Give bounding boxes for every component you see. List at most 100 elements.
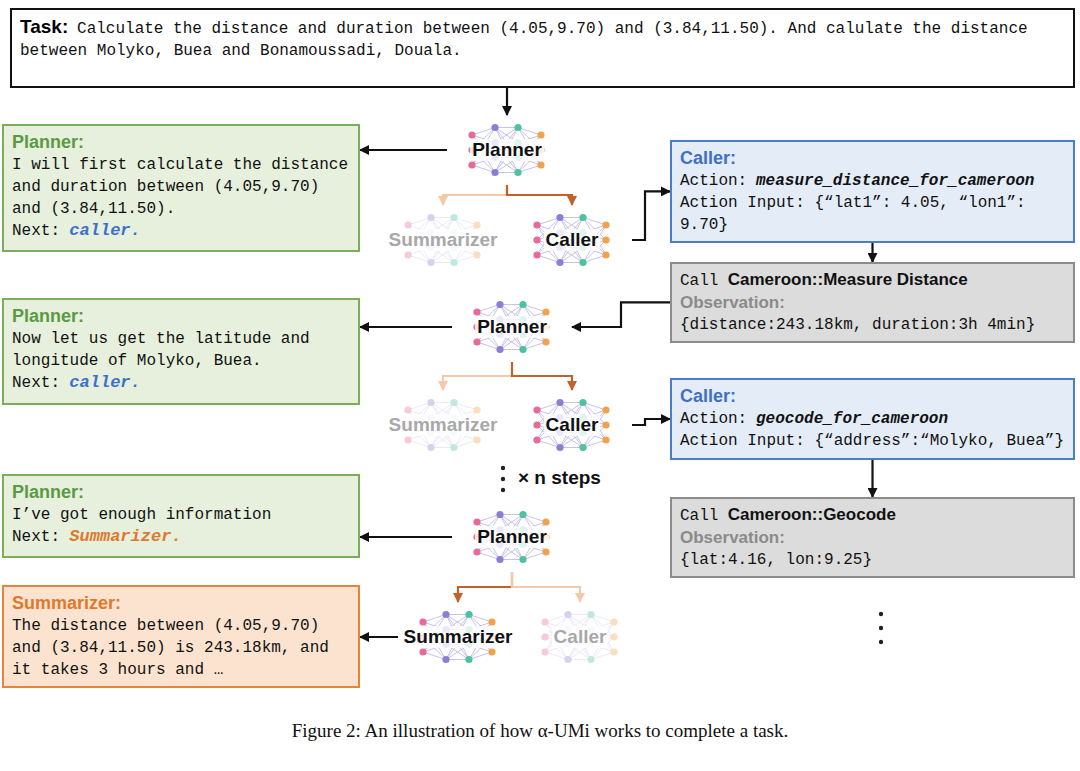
flow-arrow: [871, 460, 873, 497]
text-row: Caller:: [680, 385, 1065, 408]
text-row: {distance:243.18km, duration:3h 4min}: [680, 314, 1065, 336]
box-text: Cameroon::Geocode: [728, 505, 896, 524]
text-row: Now let us get the latitude and longitud…: [12, 328, 350, 372]
flow-arrow: [512, 362, 572, 390]
agent-network-icon: Summarizer: [383, 390, 503, 460]
flow-arrow: [360, 149, 447, 151]
box-text: {distance:243.18km, duration:3h 4min}: [680, 316, 1035, 334]
flow-arrow: [360, 536, 452, 538]
box-text: Summarizer.: [69, 527, 181, 546]
box-text: Action Input: {“address”:“Molyko, Buea”}: [680, 432, 1064, 450]
agent-network-icon: Planner: [452, 292, 572, 362]
task-box: Task:Calculate the distance and duration…: [10, 8, 1075, 88]
box-text: Calculate the distance and duration betw…: [20, 20, 1028, 60]
text-row: Observation:: [680, 527, 1065, 549]
agent-label: Summarizer: [387, 414, 500, 436]
text-row: Next: Summarizer.: [12, 526, 350, 548]
box-text: Action:: [680, 410, 747, 428]
text-row: Call Cameroon::Geocode: [680, 504, 1065, 527]
box-heading: Caller:: [680, 386, 736, 406]
box-text: Observation:: [680, 293, 785, 312]
box-text: geocode_for_cameroon: [756, 410, 948, 428]
text-row: The distance between (4.05,9.70) and (3.…: [12, 615, 350, 680]
figure-caption: Figure 2: An illustration of how α-UMi w…: [0, 720, 1080, 742]
box-text: Cameroon::Measure Distance: [728, 270, 968, 289]
box-text: measure_distance_for_cameroon: [756, 172, 1034, 190]
text-row: Next: caller.: [12, 372, 350, 394]
flow-arrow: [572, 302, 670, 327]
box-text: Now let us get the latitude and longitud…: [12, 330, 310, 370]
agent-network-icon: Summarizer: [383, 205, 503, 275]
flow-arrow: [506, 88, 508, 115]
observation-box: Call Cameroon::GeocodeObservation:{lat:4.…: [670, 497, 1075, 578]
box-text: The distance between (4.05,9.70) and (3.…: [12, 617, 329, 679]
agent-network-icon: Caller: [520, 602, 640, 672]
agent-network-icon: Summarizer: [398, 602, 518, 672]
vertical-ellipsis: [501, 466, 883, 644]
planner-box: Planner: Now let us get the latitude and …: [2, 298, 360, 405]
agent-label: Caller: [544, 414, 601, 436]
agent-label: Summarizer: [387, 229, 500, 251]
agent-label: Caller: [544, 229, 601, 251]
text-row: Action: measure_distance_for_cameroon: [680, 170, 1065, 192]
box-text: I’ve got enough information: [12, 506, 271, 524]
text-row: Summarizer:: [12, 592, 350, 615]
text-row: Planner:: [12, 305, 350, 328]
box-text: caller.: [69, 221, 140, 240]
box-heading: Call: [680, 507, 718, 525]
planner-box: Planner: I will first calculate the dista…: [2, 124, 360, 252]
text-row: Caller:: [680, 147, 1065, 170]
box-heading: Caller:: [680, 148, 736, 168]
box-text: Next:: [12, 374, 60, 392]
text-row: Action Input: {“lat1”: 4.05, “lon1”: 9.7…: [680, 192, 1065, 236]
agent-label: Planner: [470, 139, 544, 161]
agent-network-icon: Planner: [452, 502, 572, 572]
box-heading: Task:: [20, 16, 68, 37]
box-heading: Planner:: [12, 306, 84, 326]
box-text: Action Input: {“lat1”: 4.05, “lon1”: 9.7…: [680, 194, 1026, 234]
box-heading: Call: [680, 272, 718, 290]
text-row: Call Cameroon::Measure Distance: [680, 269, 1065, 292]
box-text: Observation:: [680, 528, 785, 547]
box-text: Next:: [12, 528, 60, 546]
text-row: I’ve got enough information: [12, 504, 350, 526]
text-row: Action Input: {“address”:“Molyko, Buea”}: [680, 430, 1065, 452]
box-text: {lat:4.16, lon:9.25}: [680, 551, 872, 569]
planner-box: Planner: I’ve got enough informationNext:…: [2, 474, 360, 558]
step-note: × n steps: [518, 467, 601, 489]
agent-network-icon: Planner: [447, 115, 567, 185]
box-text: Action:: [680, 172, 747, 190]
box-heading: Planner:: [12, 482, 84, 502]
flow-arrow: [458, 572, 512, 602]
box-heading: Summarizer:: [12, 593, 121, 613]
agent-network-icon: Caller: [512, 390, 632, 460]
flow-arrow: [507, 185, 572, 205]
text-row: Next:caller.: [12, 220, 350, 242]
box-text: caller.: [69, 373, 140, 392]
text-row: Action: geocode_for_cameroon: [680, 408, 1065, 430]
flow-arrow: [360, 326, 452, 328]
caller-box: Caller:Action:geocode_for_cameroonAction…: [670, 378, 1075, 460]
agent-label: Planner: [475, 526, 549, 548]
agent-label: Summarizer: [402, 626, 515, 648]
summarizer-box: Summarizer: The distance between (4.05,9.…: [2, 585, 360, 688]
box-heading: Planner:: [12, 132, 84, 152]
flow-arrow: [360, 636, 398, 638]
agent-network-icon: Caller: [512, 205, 632, 275]
flow-arrow: [871, 243, 873, 262]
flow-arrow: [443, 362, 512, 390]
text-row: Planner:: [12, 481, 350, 504]
text-row: Task:Calculate the distance and duration…: [20, 15, 1065, 62]
flow-arrow: [632, 419, 670, 425]
box-text: I will first calculate the distance and …: [12, 156, 348, 218]
flow-arrow: [443, 185, 507, 205]
text-row: Observation:: [680, 292, 1065, 314]
text-row: I will first calculate the distance and …: [12, 154, 350, 219]
agent-label: Caller: [552, 626, 609, 648]
flow-arrow: [512, 572, 580, 602]
text-row: Planner:: [12, 131, 350, 154]
observation-box: Call Cameroon::Measure DistanceObservatio…: [670, 262, 1075, 343]
flow-arrow: [632, 191, 670, 240]
caller-box: Caller: Action: measure_distance_for_camer…: [670, 140, 1075, 243]
